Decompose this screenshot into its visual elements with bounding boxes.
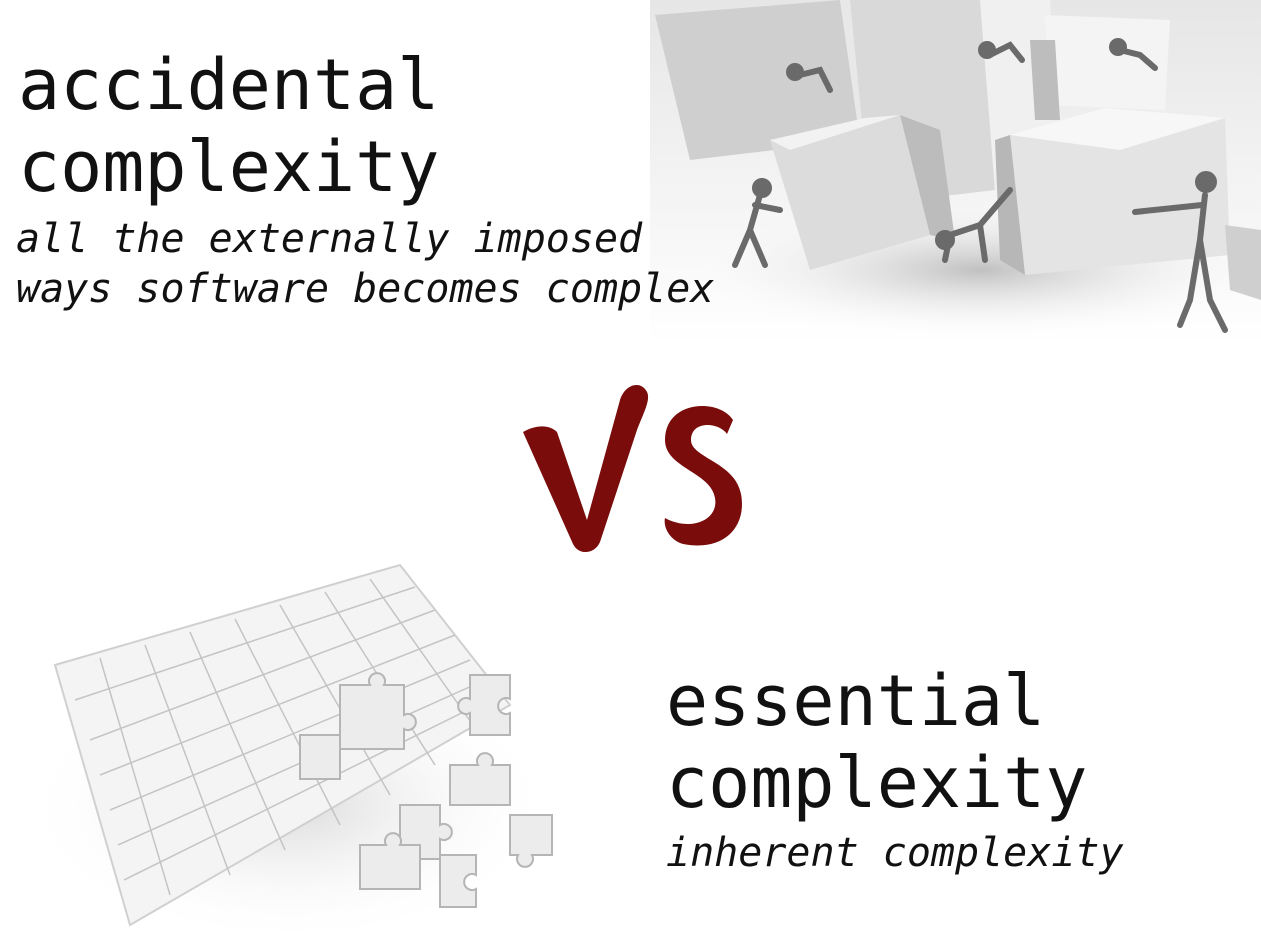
accidental-title-line1: accidental (18, 44, 440, 126)
jigsaw-puzzle-illustration (40, 563, 560, 940)
accidental-description-line2: ways software becomes complex (16, 266, 715, 312)
essential-complexity-description: inherent complexity (666, 828, 1124, 878)
vs-label (523, 385, 742, 553)
accidental-complexity-title: accidental complexity (18, 44, 439, 208)
accidental-complexity-description: all the externally imposed ways software… (16, 214, 714, 314)
blocks-and-mannequins-illustration (650, 0, 1261, 345)
essential-description: inherent complexity (666, 830, 1124, 876)
essential-title-line2: complexity (666, 742, 1088, 824)
accidental-description-line1: all the externally imposed (16, 216, 643, 262)
essential-title-line1: essential (666, 660, 1046, 742)
essential-complexity-title: essential complexity (666, 660, 1087, 824)
accidental-title-line2: complexity (18, 126, 440, 208)
